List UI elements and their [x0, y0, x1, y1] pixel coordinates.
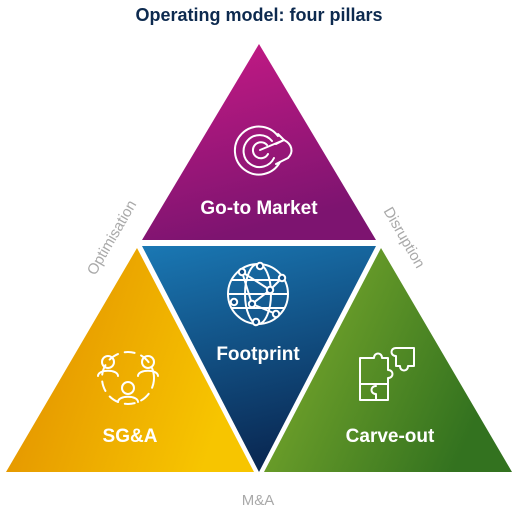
- people-network-icon: [97, 351, 159, 405]
- pillar-footprint-shape: [142, 246, 376, 472]
- pillar-carve-out-label: Carve-out: [346, 426, 435, 447]
- pillar-go-to-market-label: Go-to Market: [200, 198, 318, 219]
- pillar-footprint: Footprint: [142, 246, 376, 472]
- pillar-go-to-market: Go-to Market: [142, 44, 376, 240]
- puzzle-icon: [359, 347, 415, 401]
- target-arrow-icon: [233, 125, 293, 176]
- pillar-carve-out: Carve-out: [264, 248, 512, 472]
- edge-label-m-and-a: M&A: [242, 492, 275, 509]
- pillar-sga-label: SG&A: [103, 426, 158, 447]
- pillar-sga: SG&A: [6, 248, 254, 472]
- pillar-footprint-label: Footprint: [216, 344, 300, 365]
- network-globe-icon: [227, 261, 289, 327]
- pillar-sga-shape: [6, 248, 254, 472]
- diagram-title: Operating model: four pillars: [135, 5, 382, 25]
